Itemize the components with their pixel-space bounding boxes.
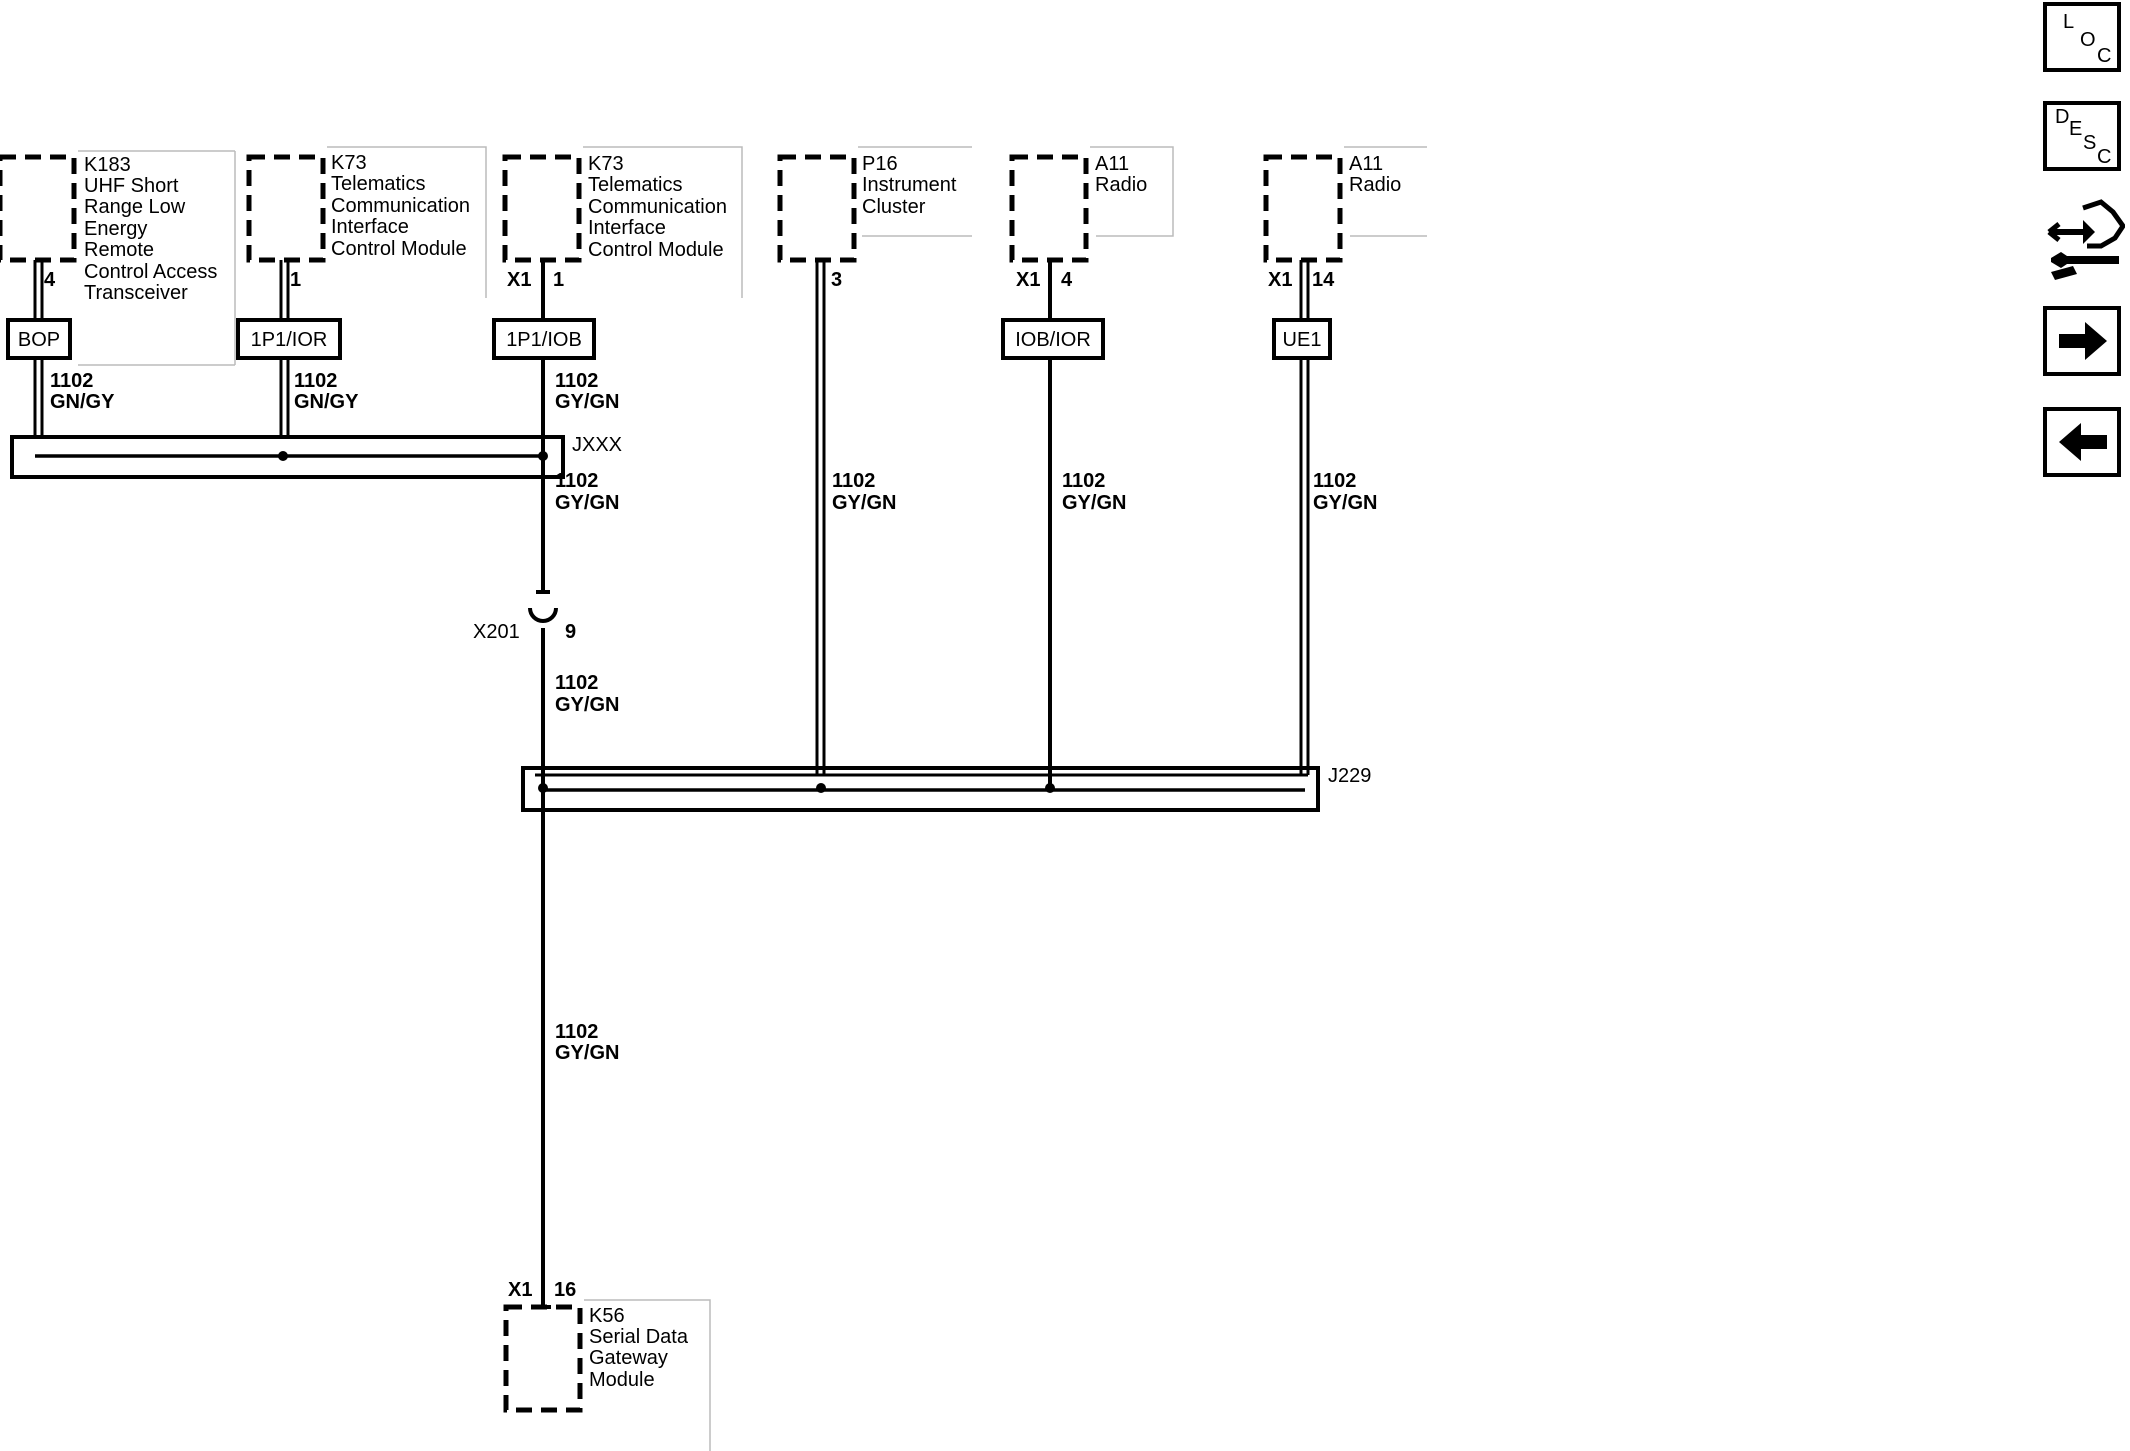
k183-pin: 4 bbox=[44, 269, 56, 291]
svg-text:E: E bbox=[2069, 118, 2082, 140]
k73a-module-box bbox=[246, 154, 326, 263]
a11b-harness-label: UE1 bbox=[1272, 318, 1332, 360]
svg-text:1P1/IOB: 1P1/IOB bbox=[506, 329, 582, 351]
k183-wire-color: GN/GY bbox=[50, 391, 115, 413]
next-arrow-icon bbox=[2059, 322, 2107, 360]
svg-text:UE1: UE1 bbox=[1283, 329, 1322, 351]
k73b-harness-label: 1P1/IOB bbox=[492, 318, 596, 360]
p16-label: P16 Instrument Cluster bbox=[862, 153, 962, 218]
svg-text:JXXX: JXXX bbox=[572, 434, 622, 456]
p16-wire-color: GY/GN bbox=[832, 492, 896, 514]
inline-connector-x201: X201 bbox=[473, 590, 558, 643]
desc-button[interactable]: D E S C bbox=[2043, 101, 2121, 171]
a11b-circuit: 1102 bbox=[1313, 470, 1356, 492]
x201-pin: 9 bbox=[565, 621, 576, 643]
a11a-label: A11 Radio bbox=[1095, 153, 1147, 196]
connector-tools-icon bbox=[2047, 199, 2127, 280]
loc-button[interactable]: L O C bbox=[2043, 2, 2121, 72]
k73b-module-box bbox=[502, 154, 582, 263]
k183-circuit: 1102 bbox=[50, 370, 93, 392]
trunk-seg1-circuit: 1102 bbox=[555, 470, 598, 492]
a11a-harness-label: IOB/IOR bbox=[1001, 318, 1105, 360]
a11a-wire-color: GY/GN bbox=[1062, 492, 1126, 514]
desc-icon: D E S C bbox=[2055, 106, 2111, 167]
svg-text:C: C bbox=[2097, 146, 2111, 167]
trunk-seg2-circuit: 1102 bbox=[555, 672, 598, 694]
p16-pin: 3 bbox=[831, 269, 842, 291]
a11b-label: A11 Radio bbox=[1349, 153, 1401, 196]
a11b-module-box bbox=[1263, 154, 1343, 263]
trunk-seg2-wire-color: GY/GN bbox=[555, 694, 619, 716]
p16-circuit: 1102 bbox=[832, 470, 875, 492]
svg-text:D: D bbox=[2055, 106, 2069, 128]
trunk-seg3-wire-color: GY/GN bbox=[555, 1042, 619, 1064]
svg-text:1P1/IOR: 1P1/IOR bbox=[251, 329, 328, 351]
k183-module-box bbox=[0, 154, 77, 263]
svg-text:X201: X201 bbox=[473, 621, 520, 643]
a11b-wire-color: GY/GN bbox=[1313, 492, 1377, 514]
back-arrow-icon bbox=[2059, 423, 2107, 461]
a11a-connector: X1 bbox=[1016, 269, 1040, 291]
a11a-circuit: 1102 bbox=[1062, 470, 1105, 492]
back-button[interactable] bbox=[2043, 407, 2121, 477]
a11a-pin: 4 bbox=[1061, 269, 1073, 291]
trunk-seg3-circuit: 1102 bbox=[555, 1021, 598, 1043]
k73a-wire-color: GN/GY bbox=[294, 391, 359, 413]
p16-module-box bbox=[777, 154, 857, 263]
svg-text:L: L bbox=[2063, 11, 2074, 33]
k73a-harness-label: 1P1/IOR bbox=[236, 318, 342, 360]
k73b-pin: 1 bbox=[553, 269, 564, 291]
svg-text:IOB/IOR: IOB/IOR bbox=[1015, 329, 1091, 351]
svg-text:S: S bbox=[2083, 132, 2096, 154]
k73a-circuit: 1102 bbox=[294, 370, 337, 392]
k56-module-box bbox=[503, 1304, 583, 1413]
svg-text:J229: J229 bbox=[1328, 765, 1371, 787]
k73b-wire-color: GY/GN bbox=[555, 391, 619, 413]
svg-text:C: C bbox=[2097, 45, 2111, 67]
connector-tools-button[interactable] bbox=[2043, 194, 2127, 286]
a11a-module-box bbox=[1009, 154, 1089, 263]
svg-text:BOP: BOP bbox=[18, 329, 60, 351]
a11b-connector: X1 bbox=[1268, 269, 1292, 291]
loc-icon: L O C bbox=[2063, 11, 2111, 67]
splice-j229: J229 bbox=[521, 765, 1371, 812]
k73a-label: K73 Telematics Communication Interface C… bbox=[331, 152, 476, 260]
k183-label: K183 UHF Short Range Low Energy Remote C… bbox=[84, 154, 223, 304]
k73b-label: K73 Telematics Communication Interface C… bbox=[588, 153, 733, 261]
k73a-pin: 1 bbox=[290, 269, 301, 291]
splice-jxxx: JXXX bbox=[10, 434, 622, 479]
a11b-pin: 14 bbox=[1312, 269, 1335, 291]
trunk-seg1-wire-color: GY/GN bbox=[555, 492, 619, 514]
svg-text:O: O bbox=[2080, 29, 2096, 51]
k56-connector: X1 bbox=[508, 1279, 532, 1301]
next-button[interactable] bbox=[2043, 306, 2121, 376]
k56-pin: 16 bbox=[554, 1279, 576, 1301]
k183-harness-label: BOP bbox=[6, 318, 72, 360]
k73b-connector: X1 bbox=[507, 269, 531, 291]
k73b-circuit: 1102 bbox=[555, 370, 598, 392]
k56-label: K56 Serial Data Gateway Module bbox=[589, 1305, 694, 1391]
